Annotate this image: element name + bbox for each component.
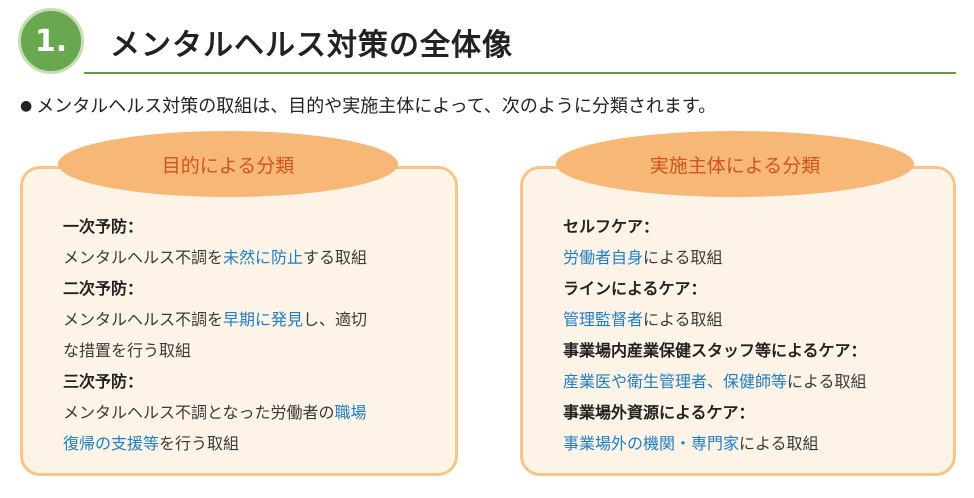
highlight-text: 産業医や衛生管理者、保健師等 <box>563 372 788 391</box>
line-care-desc: 管理監督者による取組 <box>563 310 723 329</box>
actor-classification-heading: 実施主体による分類 <box>556 131 914 197</box>
purpose-classification-heading: 目的による分類 <box>58 131 398 197</box>
tertiary-prevention-term: 三次予防： <box>63 372 144 391</box>
internal-staff-care-term: 事業場内産業保健スタッフ等によるケア： <box>563 341 867 360</box>
tertiary-prevention-desc-line1: メンタルヘルス不調となった労働者の職場 <box>63 403 367 422</box>
intro-sentence: ●メンタルヘルス対策の取組は、目的や実施主体によって、次のように分類されます。 <box>20 92 716 118</box>
self-care-term: セルフケア： <box>563 217 660 236</box>
section-number-badge: 1. <box>18 8 84 74</box>
tertiary-prevention-desc-line2: 復帰の支援等を行う取組 <box>63 434 240 453</box>
highlight-text: 復帰の支援等 <box>63 434 160 453</box>
external-resource-care-term: 事業場外資源によるケア： <box>563 403 755 422</box>
highlight-text: 事業場外の機関・専門家 <box>563 434 740 453</box>
internal-staff-care-desc: 産業医や衛生管理者、保健師等による取組 <box>563 372 867 391</box>
section-header: 1. メンタルヘルス対策の全体像 <box>18 8 956 80</box>
purpose-classification-list: 一次予防： メンタルヘルス不調を未然に防止する取組 二次予防： メンタルヘルス不… <box>63 211 367 459</box>
highlight-text: 職場 <box>334 403 367 422</box>
secondary-prevention-term: 二次予防： <box>63 279 144 298</box>
external-resource-care-desc: 事業場外の機関・専門家による取組 <box>563 434 819 453</box>
line-care-term: ラインによるケア： <box>563 279 707 298</box>
header-underline <box>84 72 956 74</box>
primary-prevention-desc: メンタルヘルス不調を未然に防止する取組 <box>63 248 368 267</box>
bullet-icon: ● <box>20 98 33 114</box>
highlight-text: 管理監督者 <box>563 310 644 329</box>
purpose-classification-panel: 一次予防： メンタルヘルス不調を未然に防止する取組 二次予防： メンタルヘルス不… <box>20 166 458 476</box>
highlight-text: 労働者自身 <box>563 248 644 267</box>
highlight-text: 早期に発見 <box>223 310 304 329</box>
secondary-prevention-desc-line2: な措置を行う取組 <box>63 341 192 360</box>
highlight-text: 未然に防止 <box>223 248 304 267</box>
secondary-prevention-desc-line1: メンタルヘルス不調を早期に発見し、適切 <box>63 310 368 329</box>
intro-text: メンタルヘルス対策の取組は、目的や実施主体によって、次のように分類されます。 <box>36 96 717 117</box>
actor-classification-panel: セルフケア： 労働者自身による取組 ラインによるケア： 管理監督者による取組 事… <box>520 166 956 476</box>
actor-classification-list: セルフケア： 労働者自身による取組 ラインによるケア： 管理監督者による取組 事… <box>563 211 867 459</box>
self-care-desc: 労働者自身による取組 <box>563 248 723 267</box>
section-title: メンタルヘルス対策の全体像 <box>110 28 513 63</box>
primary-prevention-term: 一次予防： <box>63 217 144 236</box>
